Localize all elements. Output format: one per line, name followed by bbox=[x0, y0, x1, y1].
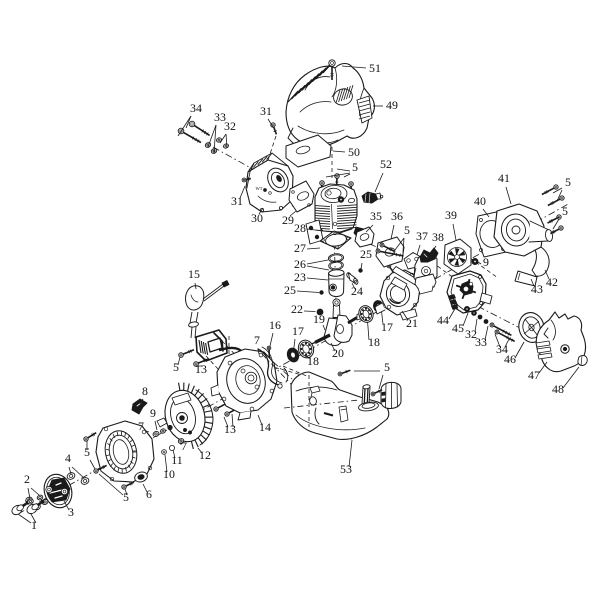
svg-text:18: 18 bbox=[368, 335, 380, 349]
svg-text:5: 5 bbox=[352, 160, 358, 174]
svg-text:5: 5 bbox=[173, 360, 179, 374]
svg-text:2: 2 bbox=[24, 472, 30, 486]
svg-text:5: 5 bbox=[404, 223, 410, 237]
svg-text:13: 13 bbox=[224, 422, 236, 436]
svg-text:37: 37 bbox=[416, 229, 428, 243]
svg-text:6: 6 bbox=[146, 487, 152, 501]
svg-text:21: 21 bbox=[406, 316, 418, 330]
svg-text:47: 47 bbox=[528, 368, 540, 382]
svg-text:52: 52 bbox=[380, 157, 392, 171]
svg-text:5: 5 bbox=[565, 175, 571, 189]
svg-text:35: 35 bbox=[370, 209, 382, 223]
svg-text:7: 7 bbox=[138, 419, 144, 433]
svg-text:43: 43 bbox=[531, 282, 543, 296]
svg-text:4: 4 bbox=[65, 451, 71, 465]
svg-text:48: 48 bbox=[552, 382, 564, 396]
svg-text:13: 13 bbox=[195, 362, 207, 376]
svg-text:25: 25 bbox=[284, 283, 296, 297]
svg-text:20: 20 bbox=[332, 346, 344, 360]
svg-text:53: 53 bbox=[340, 462, 352, 476]
svg-text:19: 19 bbox=[313, 312, 325, 326]
svg-text:10: 10 bbox=[163, 467, 175, 481]
svg-text:33: 33 bbox=[475, 335, 487, 349]
svg-text:27: 27 bbox=[294, 241, 306, 255]
svg-text:34: 34 bbox=[190, 101, 202, 115]
svg-text:31: 31 bbox=[231, 194, 243, 208]
svg-text:18: 18 bbox=[307, 354, 319, 368]
svg-text:34: 34 bbox=[496, 342, 508, 356]
svg-text:41: 41 bbox=[498, 171, 510, 185]
svg-text:5: 5 bbox=[123, 490, 129, 504]
svg-text:7: 7 bbox=[254, 333, 260, 347]
svg-text:45: 45 bbox=[452, 321, 464, 335]
svg-text:39: 39 bbox=[445, 208, 457, 222]
svg-text:44: 44 bbox=[437, 313, 449, 327]
svg-text:50: 50 bbox=[348, 145, 360, 159]
svg-text:24: 24 bbox=[351, 284, 363, 298]
svg-text:33: 33 bbox=[214, 110, 226, 124]
svg-text:30: 30 bbox=[251, 211, 263, 225]
svg-text:36: 36 bbox=[391, 209, 403, 223]
svg-text:16: 16 bbox=[269, 318, 281, 332]
svg-text:7: 7 bbox=[181, 439, 187, 453]
svg-text:32: 32 bbox=[224, 119, 236, 133]
svg-text:25: 25 bbox=[360, 247, 372, 261]
svg-text:23: 23 bbox=[294, 270, 306, 284]
svg-text:1: 1 bbox=[31, 518, 37, 532]
svg-text:28: 28 bbox=[294, 221, 306, 235]
svg-text:9: 9 bbox=[150, 406, 156, 420]
svg-text:11: 11 bbox=[171, 453, 183, 467]
svg-text:14: 14 bbox=[259, 420, 271, 434]
svg-text:5: 5 bbox=[384, 360, 390, 374]
svg-text:17: 17 bbox=[381, 320, 393, 334]
svg-text:22: 22 bbox=[291, 302, 303, 316]
svg-text:29: 29 bbox=[282, 213, 294, 227]
svg-text:9: 9 bbox=[483, 255, 489, 269]
svg-text:49: 49 bbox=[386, 98, 398, 112]
svg-text:51: 51 bbox=[369, 61, 381, 75]
svg-text:3: 3 bbox=[68, 505, 74, 519]
svg-text:12: 12 bbox=[199, 448, 211, 462]
svg-text:40: 40 bbox=[474, 194, 486, 208]
svg-text:17: 17 bbox=[292, 324, 304, 338]
svg-text:42: 42 bbox=[546, 275, 558, 289]
svg-text:WT: WT bbox=[256, 186, 263, 191]
svg-text:32: 32 bbox=[465, 327, 477, 341]
svg-text:5: 5 bbox=[84, 445, 90, 459]
svg-text:5: 5 bbox=[562, 204, 568, 218]
svg-text:38: 38 bbox=[432, 230, 444, 244]
svg-text:8: 8 bbox=[142, 384, 148, 398]
svg-text:26: 26 bbox=[294, 257, 306, 271]
svg-text:31: 31 bbox=[260, 104, 272, 118]
svg-text:15: 15 bbox=[188, 267, 200, 281]
svg-text:46: 46 bbox=[504, 352, 516, 366]
